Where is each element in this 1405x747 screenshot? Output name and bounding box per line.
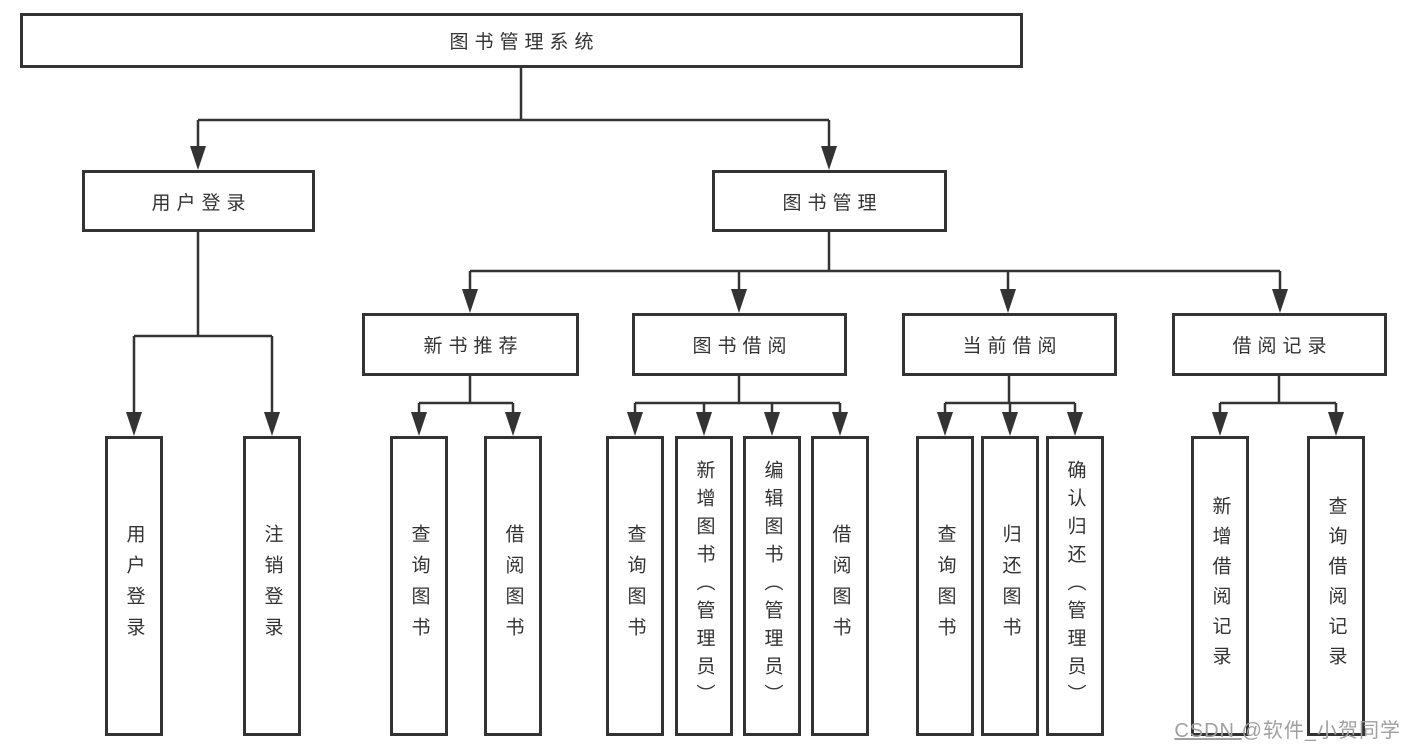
leaf-borrow-books-recommend: 借阅图书 (484, 436, 542, 736)
leaf-query-books-borrowing: 查询图书 (606, 436, 664, 736)
leaf-label: 编辑图书（管理员） (761, 460, 783, 712)
watermark: CSDN @软件_小贺同学 (1174, 714, 1401, 743)
watermark-handle: @软件_小贺同学 (1241, 720, 1401, 742)
node-user-login: 用户登录 (82, 170, 315, 232)
arrowhead-triangles (126, 146, 1344, 436)
node-current-borrowing: 当前借阅 (902, 313, 1117, 376)
leaf-borrow-books-borrowing: 借阅图书 (811, 436, 869, 736)
node-book-management: 图书管理 (712, 170, 947, 232)
leaf-label: 借阅图书 (829, 524, 851, 648)
leaf-confirm-return-admin: 确认归还（管理员） (1046, 436, 1104, 736)
leaf-query-books-current: 查询图书 (916, 436, 974, 736)
node-root: 图书管理系统 (20, 13, 1023, 68)
leaf-add-borrow-record: 新增借阅记录 (1191, 436, 1249, 736)
leaf-logout: 注销登录 (243, 436, 301, 736)
leaf-label: 确认归还（管理员） (1064, 460, 1086, 712)
leaf-label: 借阅图书 (502, 524, 524, 648)
node-book-borrowing: 图书借阅 (632, 313, 847, 376)
leaf-label: 用户登录 (123, 524, 145, 648)
connector-paths (132, 68, 1338, 414)
leaf-query-borrow-record: 查询借阅记录 (1307, 436, 1365, 736)
node-borrowing-records: 借阅记录 (1172, 313, 1387, 376)
leaf-label: 查询图书 (624, 524, 646, 648)
leaf-label: 注销登录 (261, 524, 283, 648)
leaf-user-login: 用户登录 (105, 436, 163, 736)
leaf-label: 新增借阅记录 (1209, 496, 1231, 676)
leaf-label: 查询图书 (408, 524, 430, 648)
leaf-label: 查询图书 (934, 524, 956, 648)
leaf-label: 新增图书（管理员） (693, 460, 715, 712)
leaf-label: 归还图书 (999, 524, 1021, 648)
leaf-add-books-admin: 新增图书（管理员） (675, 436, 733, 736)
leaf-return-books: 归还图书 (981, 436, 1039, 736)
leaf-label: 查询借阅记录 (1325, 496, 1347, 676)
watermark-csdn: CSDN (1174, 720, 1242, 742)
leaf-query-books-recommend: 查询图书 (390, 436, 448, 736)
leaf-edit-books-admin: 编辑图书（管理员） (743, 436, 801, 736)
node-new-book-recommendation: 新书推荐 (362, 313, 579, 376)
